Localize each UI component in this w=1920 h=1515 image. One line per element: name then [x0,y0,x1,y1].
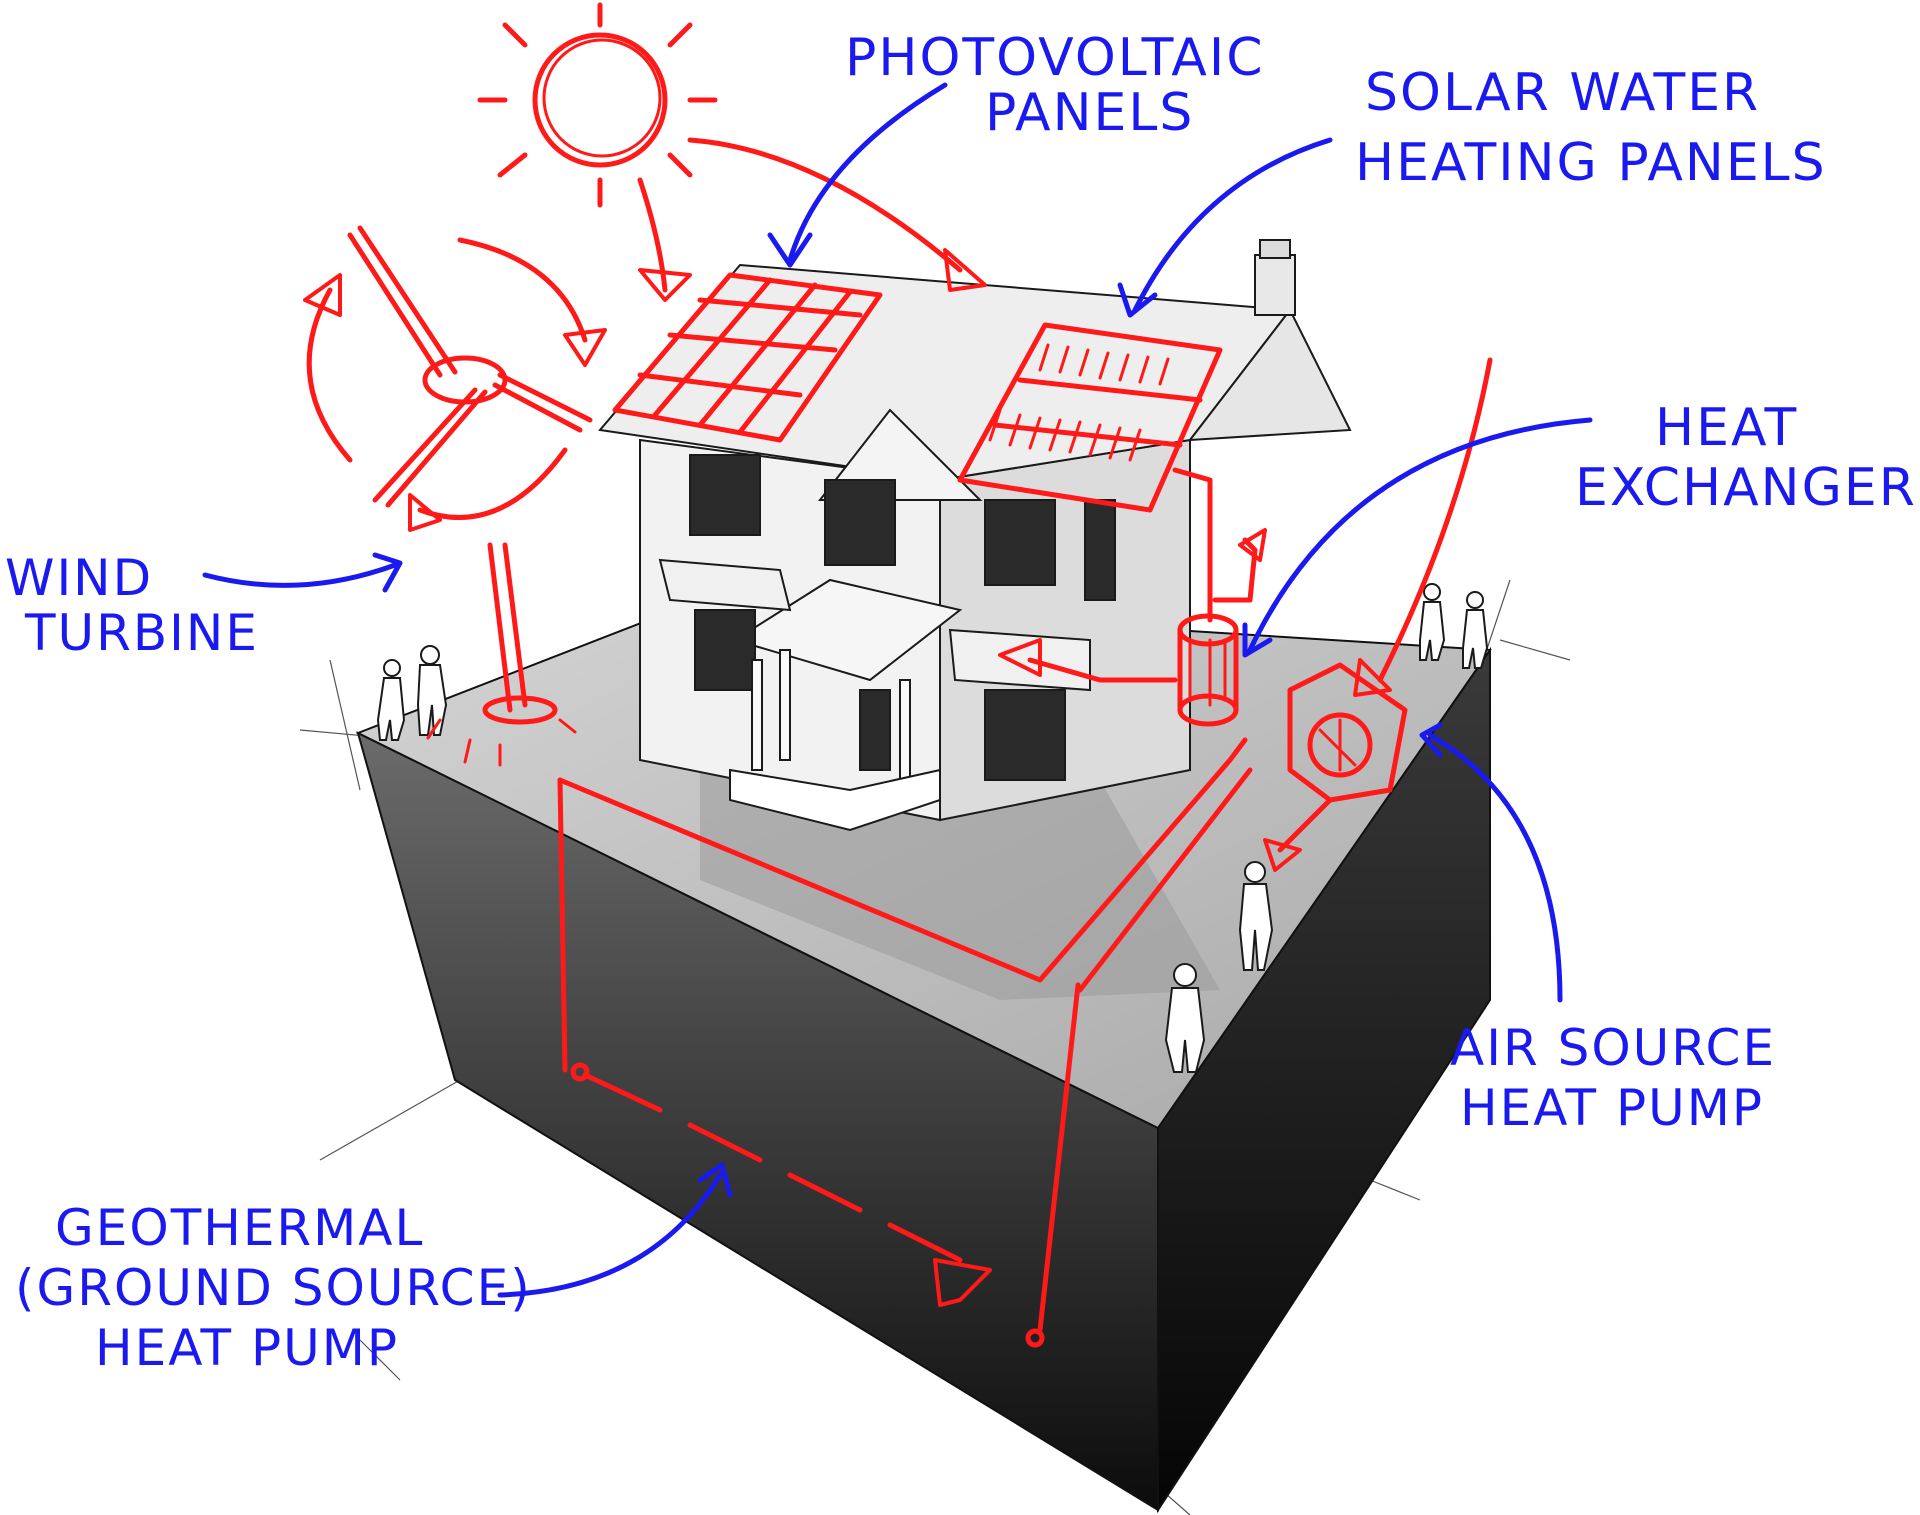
lower-windows [694,609,1066,781]
label-solar-water-1: SOLAR WATER [1365,63,1760,123]
people-group [376,583,1489,1073]
label-heat-exchanger-2: EXCHANGER [1575,458,1917,518]
arrow-photovoltaic [787,82,948,263]
label-geothermal-1: GEOTHERMAL [55,1199,424,1257]
sun-arrow-to-pv [637,177,668,293]
label-wind-2: TURBINE [24,604,259,662]
person-icon [1164,963,1206,1073]
photovoltaic-panels [612,272,883,443]
label-geothermal-2: (GROUND SOURCE) [15,1259,532,1317]
person-icon [1238,861,1274,971]
person-icon [416,645,448,736]
geothermal-down-pipe [557,777,568,1073]
label-photovoltaic-1: PHOTOVOLTAIC [845,28,1265,88]
label-heat-exchanger-1: HEAT [1655,398,1798,458]
arrow-solar-water [1132,137,1333,313]
arrow-heat-exchanger [1247,417,1593,653]
label-geothermal-3: HEAT PUMP [95,1319,399,1377]
sun-icon [477,2,718,208]
wind-turbine-icon [347,225,593,767]
label-air-source-1: AIR SOURCE [1450,1019,1776,1077]
air-source-heat-pump [1287,662,1408,803]
arrow-geothermal [497,1172,723,1298]
house-icon [598,239,1352,832]
porch-steps [729,768,941,832]
arrow-wind-turbine [202,562,398,588]
red-sketch-layer [303,2,1493,1348]
house-gable [1187,308,1352,442]
annotation-labels: PHOTOVOLTAIC PANELS SOLAR WATER HEATING … [5,28,1917,1377]
blue-arrow-layer [202,82,1593,1298]
label-air-source-2: HEAT PUMP [1460,1079,1764,1137]
upper-windows [689,454,1116,601]
label-photovoltaic-2: PANELS [985,83,1194,143]
label-solar-water-2: HEATING PANELS [1355,133,1827,193]
sun-arrow-to-solar-water [687,137,963,273]
label-wind-1: WIND [5,549,153,607]
porch-roof [732,578,963,682]
arrow-air-source [1427,732,1563,1003]
person-icon [1419,583,1446,661]
front-gable [817,408,983,501]
solar-water-heating-panels [957,322,1223,513]
person-icon [376,659,406,741]
chimney [1254,254,1296,316]
person-icon [1462,591,1489,669]
